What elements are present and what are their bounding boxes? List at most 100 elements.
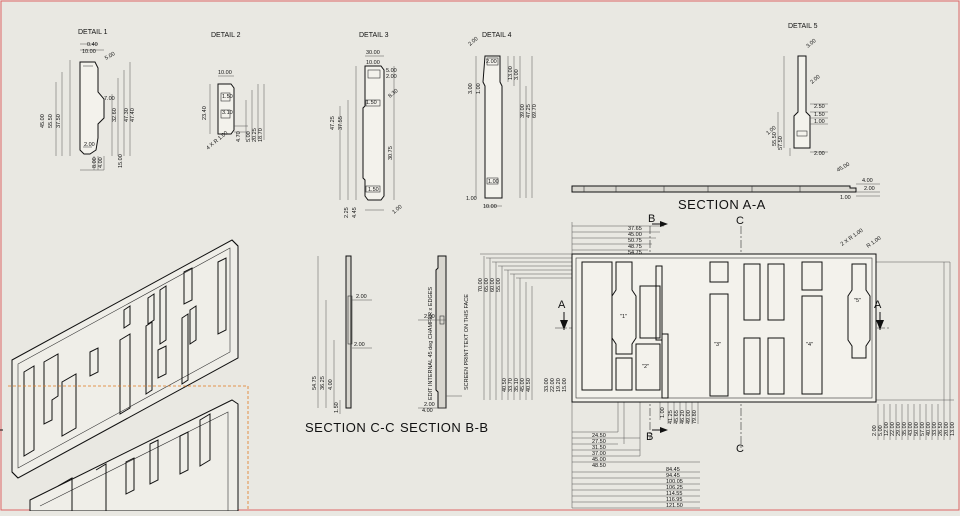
svg-text:116.95: 116.95 (666, 497, 682, 503)
svg-text:47.25: 47.25 (330, 116, 336, 130)
svg-text:1.00: 1.00 (466, 196, 477, 202)
svg-text:A: A (558, 299, 566, 311)
svg-text:18.70: 18.70 (258, 128, 264, 142)
cutout-label-1: "1" (620, 314, 627, 320)
svg-text:2.00: 2.00 (356, 294, 367, 300)
section-b-print-note: SCREEN PRINT TEXT ON THIS FACE (464, 294, 470, 390)
svg-text:49.00: 49.00 (686, 410, 692, 424)
svg-text:2.00: 2.00 (424, 314, 435, 320)
svg-text:1.50: 1.50 (366, 100, 377, 106)
svg-text:69.70: 69.70 (532, 104, 538, 118)
svg-text:30.75: 30.75 (388, 146, 394, 160)
svg-text:22.00: 22.00 (890, 422, 896, 436)
svg-text:4.00: 4.00 (862, 178, 873, 184)
svg-text:65.00: 65.00 (484, 278, 490, 292)
svg-text:46.20: 46.20 (680, 410, 686, 424)
svg-text:54.75: 54.75 (628, 250, 642, 256)
svg-text:4.00: 4.00 (98, 157, 104, 168)
svg-text:12.00: 12.00 (884, 422, 890, 436)
svg-text:27.50: 27.50 (592, 439, 606, 445)
section-a-a: 45.00 4.00 2.00 1.00 SECTION A-A (571, 162, 880, 212)
svg-text:24.50: 24.50 (592, 433, 606, 439)
section-b-profile (435, 255, 447, 409)
svg-text:84.45: 84.45 (666, 467, 680, 473)
main-front-view: "1" "2" "3" "4" "5" A A B B C C 2 X R 1.… (478, 213, 956, 509)
detail-3: DETAIL 3 30.00 10.00 5.00 2.00 8.30 1.50… (330, 32, 403, 218)
svg-text:20.25: 20.25 (252, 128, 258, 142)
svg-text:C: C (736, 443, 744, 455)
section-b-chamfer-note: EDIT INTERNAL 45 deg CHAMFER x EDGES (428, 287, 434, 400)
cutout-label-3: "3" (714, 342, 721, 348)
svg-text:13.00: 13.00 (508, 66, 514, 80)
svg-text:45.00: 45.00 (836, 162, 851, 174)
svg-text:45.00: 45.00 (40, 114, 46, 128)
svg-text:2.00: 2.00 (424, 402, 435, 408)
detail-1-label: DETAIL 1 (78, 29, 108, 36)
svg-text:8.30: 8.30 (387, 88, 399, 99)
detail-5-profile (793, 55, 811, 149)
svg-text:79.80: 79.80 (692, 410, 698, 424)
svg-text:55.50: 55.50 (48, 114, 54, 128)
svg-text:15.00: 15.00 (562, 378, 568, 392)
svg-text:3.00: 3.00 (468, 83, 474, 94)
section-marker-b: B B (646, 213, 668, 443)
svg-text:45.65: 45.65 (674, 410, 680, 424)
svg-text:5.00: 5.00 (386, 68, 397, 74)
svg-text:2 X R 1.00: 2 X R 1.00 (840, 228, 865, 248)
svg-text:45.00: 45.00 (592, 457, 606, 463)
svg-text:1.50: 1.50 (334, 402, 340, 413)
svg-text:47.25: 47.25 (526, 104, 532, 118)
section-c-profile (345, 255, 352, 409)
svg-text:1.50: 1.50 (368, 187, 379, 193)
detail-5: DETAIL 5 3.00 2.00 2.50 1.50 1.00 2.00 5… (765, 23, 828, 157)
svg-text:10.00: 10.00 (82, 49, 96, 55)
svg-text:55.00: 55.00 (496, 278, 502, 292)
svg-text:10.00: 10.00 (366, 60, 380, 66)
svg-text:1.00: 1.00 (488, 179, 499, 185)
svg-text:C: C (736, 215, 744, 227)
svg-text:39.00: 39.00 (520, 104, 526, 118)
svg-text:37.00: 37.00 (592, 451, 606, 457)
svg-text:3.00: 3.00 (805, 38, 817, 49)
svg-text:B: B (646, 431, 653, 443)
cutout-label-2: "2" (642, 364, 649, 370)
svg-text:4 X R 1.00: 4 X R 1.00 (205, 130, 229, 151)
svg-text:19.20: 19.20 (556, 378, 562, 392)
svg-text:57.00: 57.00 (920, 422, 926, 436)
svg-text:2.00: 2.00 (386, 74, 397, 80)
svg-text:36.25: 36.25 (320, 376, 326, 390)
svg-text:R 1.00: R 1.00 (866, 235, 883, 249)
svg-text:20.00: 20.00 (944, 422, 950, 436)
svg-text:2.00: 2.00 (814, 151, 825, 157)
svg-text:48.50: 48.50 (592, 463, 606, 469)
detail-2: DETAIL 2 10.00 1.50 23.40 3.10 4.70 5.00… (202, 32, 265, 152)
section-marker-c: C C (736, 215, 744, 455)
svg-text:2.50: 2.50 (814, 104, 825, 110)
svg-text:1.00: 1.00 (476, 83, 482, 94)
isometric-view-top (11, 239, 239, 479)
svg-text:41.25: 41.25 (668, 410, 674, 424)
svg-text:2.00: 2.00 (467, 36, 479, 47)
section-a-title: SECTION A-A (678, 197, 766, 212)
detail-4-label: DETAIL 4 (482, 32, 512, 39)
svg-text:0.40: 0.40 (87, 42, 98, 48)
svg-text:5.00: 5.00 (104, 51, 116, 62)
svg-text:40.00: 40.00 (926, 422, 932, 436)
section-c-title: SECTION C-C (305, 420, 395, 435)
svg-text:57.50: 57.50 (778, 136, 784, 150)
svg-text:35.10: 35.10 (514, 378, 520, 392)
hidden-view-boundary (8, 385, 249, 511)
svg-text:33.00: 33.00 (932, 422, 938, 436)
detail-2-profile (217, 83, 235, 135)
svg-text:4.45: 4.45 (352, 207, 358, 218)
svg-text:37.50: 37.50 (56, 114, 62, 128)
svg-text:31.50: 31.50 (592, 445, 606, 451)
svg-text:48.75: 48.75 (628, 244, 642, 250)
svg-text:4.00: 4.00 (422, 408, 433, 414)
svg-text:1.00: 1.00 (840, 195, 851, 201)
svg-text:47.40: 47.40 (130, 108, 136, 122)
svg-text:114.55: 114.55 (666, 491, 682, 497)
